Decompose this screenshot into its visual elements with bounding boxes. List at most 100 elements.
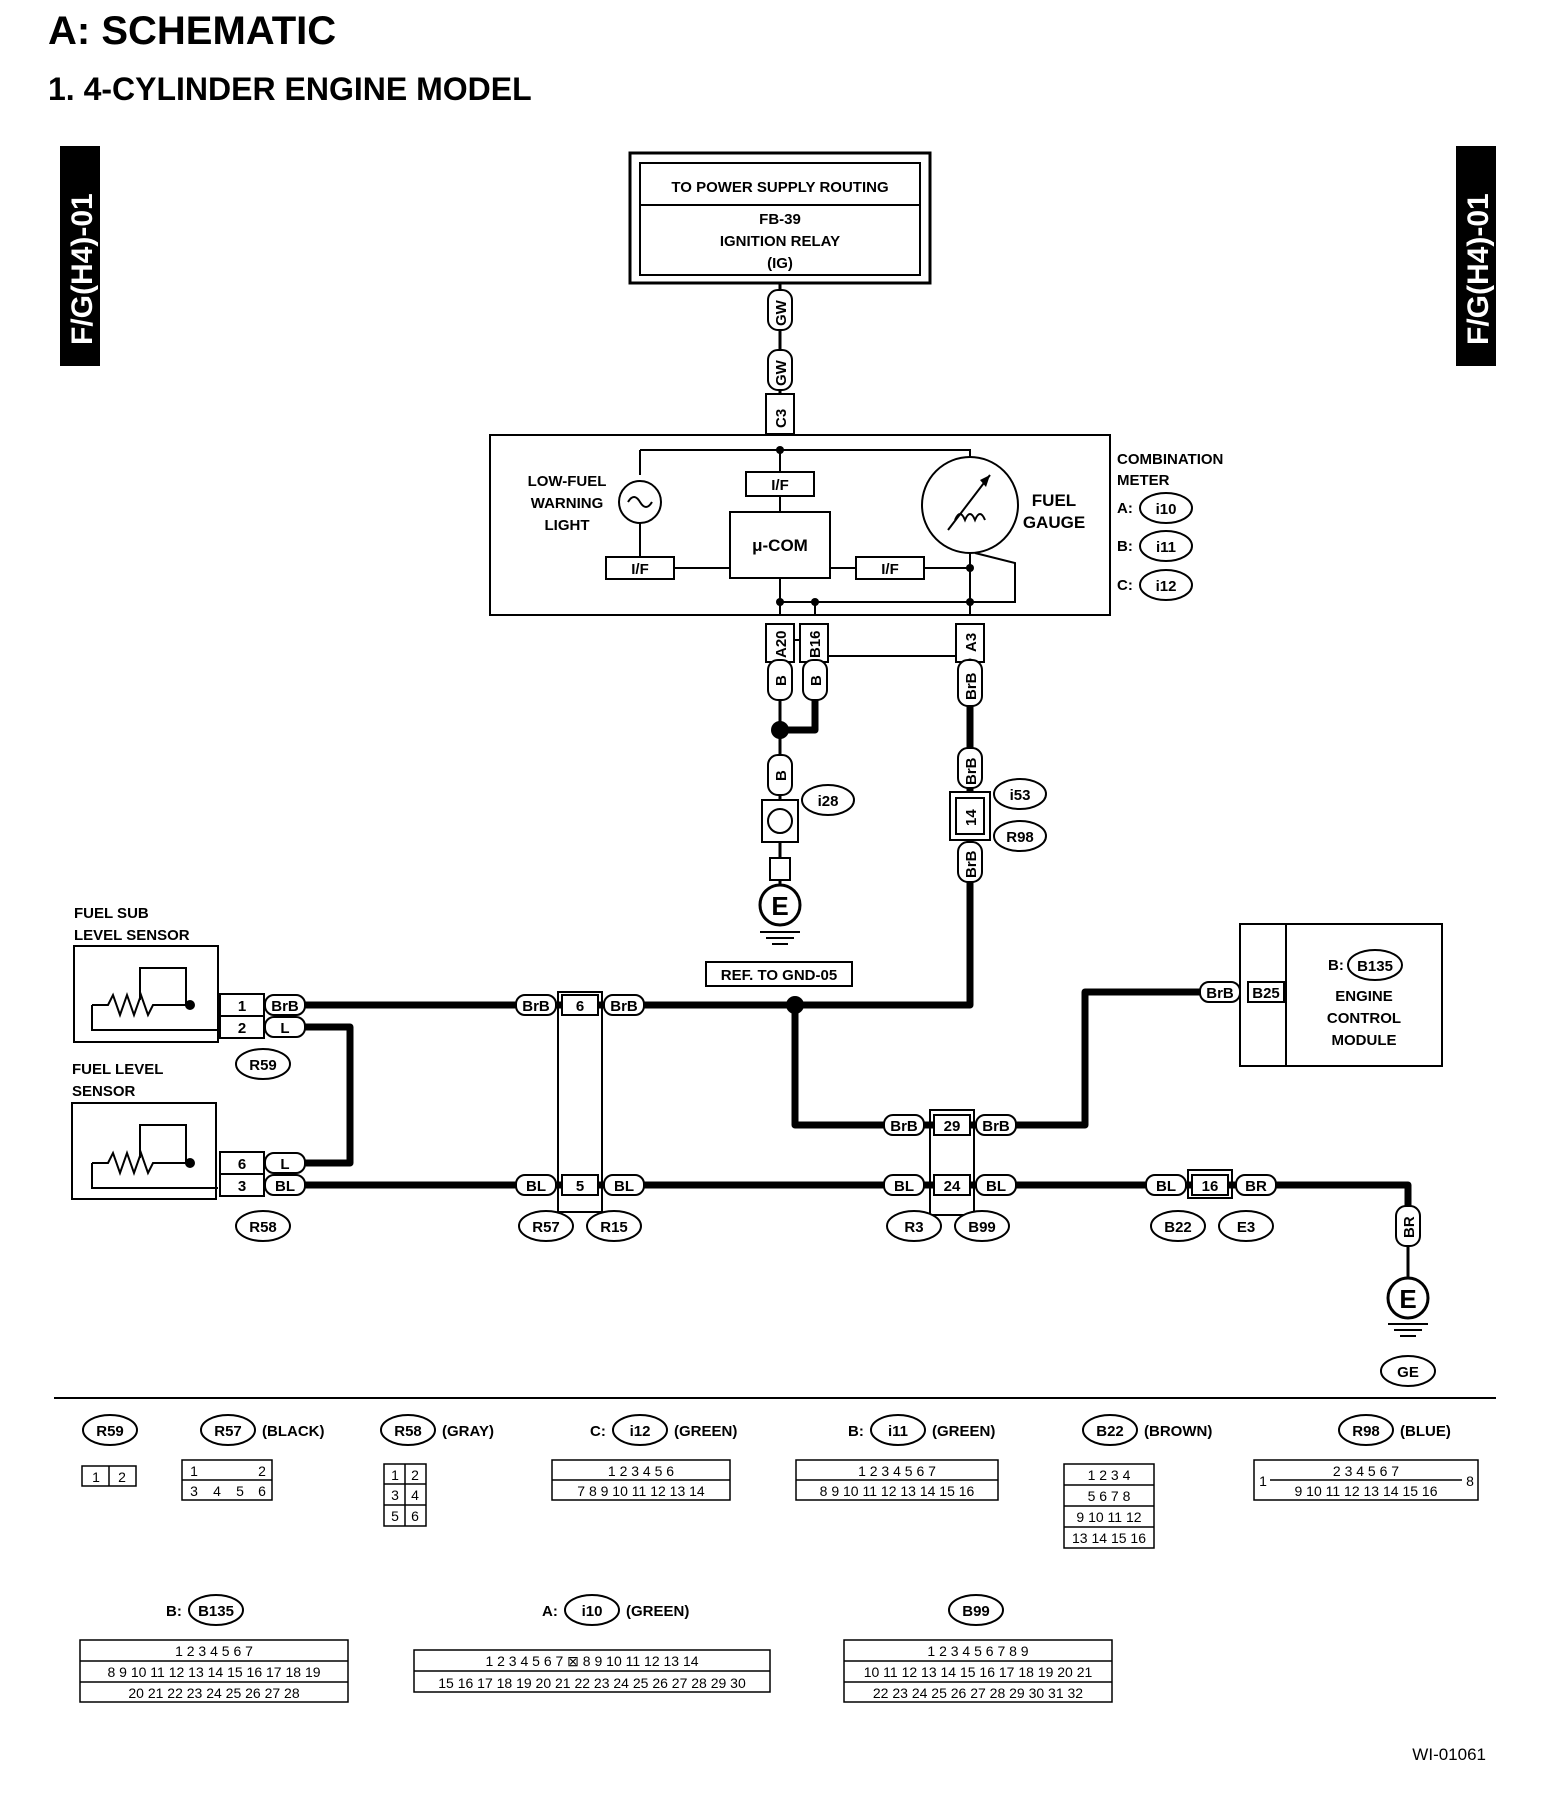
svg-text:LEVEL SENSOR: LEVEL SENSOR [74, 927, 190, 944]
svg-text:REF. TO GND-05: REF. TO GND-05 [721, 967, 837, 984]
connector-i28: i28 [801, 784, 855, 816]
svg-text:R58: R58 [394, 1423, 422, 1440]
svg-text:3: 3 [190, 1483, 198, 1499]
connector-r15: R15 [586, 1210, 642, 1242]
svg-text:5: 5 [391, 1508, 399, 1524]
svg-text:FUEL SUB: FUEL SUB [74, 905, 149, 922]
svg-text:(GREEN): (GREEN) [674, 1423, 737, 1440]
svg-text:24: 24 [944, 1178, 961, 1195]
svg-text:A:: A: [542, 1603, 558, 1620]
svg-text:(BROWN): (BROWN) [1144, 1423, 1212, 1440]
svg-text:5 6 7 8: 5 6 7 8 [1088, 1488, 1131, 1504]
cv-r57: R57 (BLACK) 1 2 3 4 5 6 [181, 1414, 324, 1501]
svg-text:L: L [280, 1020, 289, 1037]
svg-text:B:: B: [166, 1603, 182, 1620]
engine-control-module: B25 BrB B: B135 ENGINE CONTROL MODULE [1199, 923, 1443, 1067]
page-subtitle: 1. 4-CYLINDER ENGINE MODEL [48, 71, 532, 107]
meter-connector-c: C: i12 [1117, 569, 1193, 601]
cv-i11: B: i11 (GREEN) 1 2 3 4 5 6 7 8 9 10 11 1… [795, 1414, 999, 1501]
svg-text:3: 3 [391, 1487, 399, 1503]
svg-text:BrB: BrB [982, 1118, 1010, 1135]
svg-text:R3: R3 [904, 1219, 923, 1236]
svg-text:6: 6 [238, 1156, 246, 1173]
fuel-level-sensor: FUEL LEVEL SENSOR 6 3 L BL [71, 1061, 306, 1200]
svg-text:BL: BL [275, 1178, 295, 1195]
svg-text:R15: R15 [600, 1219, 628, 1236]
svg-text:2: 2 [411, 1467, 419, 1483]
svg-text:6: 6 [576, 998, 584, 1015]
svg-text:I/F: I/F [881, 561, 899, 578]
svg-text:B135: B135 [198, 1603, 234, 1620]
svg-text:GE: GE [1397, 1364, 1419, 1381]
svg-text:2 3 4 5 6 7: 2 3 4 5 6 7 [1333, 1463, 1399, 1479]
ucom-label: μ-COM [752, 536, 808, 555]
fuel-sub-level-sensor: FUEL SUB LEVEL SENSOR 1 2 BrB L [73, 905, 306, 1043]
svg-text:(GREEN): (GREEN) [932, 1423, 995, 1440]
svg-text:4: 4 [411, 1487, 419, 1503]
connector-b22: B22 [1150, 1210, 1206, 1242]
svg-text:C3: C3 [773, 409, 790, 428]
svg-text:B:: B: [1328, 957, 1344, 974]
fb39-label: FB-39 [759, 211, 801, 228]
svg-text:1: 1 [92, 1469, 100, 1485]
svg-text:BL: BL [526, 1178, 546, 1195]
svg-text:FUEL LEVEL: FUEL LEVEL [72, 1061, 163, 1078]
svg-text:BL: BL [614, 1178, 634, 1195]
brb-code-r98: BrB [957, 841, 983, 883]
svg-text:F/G(H4)-01: F/G(H4)-01 [1462, 193, 1495, 345]
svg-text:1: 1 [391, 1467, 399, 1483]
connector-i28-terminal [761, 799, 799, 881]
svg-text:i11: i11 [888, 1423, 908, 1440]
svg-text:1 2 3 4 5 6 7 ⊠ 8 9 10 11 12: 1 2 3 4 5 6 7 ⊠ 8 9 10 11 12 13 14 [485, 1653, 698, 1669]
svg-text:1 2 3 4 5 6 7: 1 2 3 4 5 6 7 [858, 1463, 936, 1479]
svg-text:GAUGE: GAUGE [1023, 513, 1085, 532]
svg-text:2: 2 [258, 1463, 266, 1479]
svg-text:i53: i53 [1010, 787, 1031, 804]
svg-text:R59: R59 [96, 1423, 124, 1440]
svg-text:CONTROL: CONTROL [1327, 1010, 1401, 1027]
svg-text:B135: B135 [1357, 958, 1393, 975]
svg-text:4: 4 [213, 1483, 221, 1499]
svg-text:BrB: BrB [963, 672, 980, 700]
svg-text:C:: C: [1117, 577, 1133, 594]
connector-r57: R57 [518, 1210, 574, 1242]
pin-b16: B16 [799, 623, 829, 663]
svg-text:GW: GW [773, 299, 790, 326]
svg-text:B99: B99 [968, 1219, 996, 1236]
connector-r58: R58 [235, 1210, 291, 1242]
svg-text:R59: R59 [249, 1057, 277, 1074]
svg-text:16: 16 [1202, 1178, 1219, 1195]
svg-text:20 21 22 23 24 25 26: 20 21 22 23 24 25 26 27 28 [128, 1685, 299, 1701]
svg-text:R57: R57 [214, 1423, 242, 1440]
svg-text:1: 1 [238, 998, 246, 1015]
b-code-2: B [802, 659, 828, 701]
svg-text:I/F: I/F [771, 477, 789, 494]
connector-r98: R98 [993, 820, 1047, 852]
meter-title-1: COMBINATION [1117, 451, 1223, 468]
ig-label: (IG) [767, 255, 793, 272]
svg-text:10 11 12 13 14 15 16 17 18 19: 10 11 12 13 14 15 16 17 18 19 20 21 [864, 1664, 1093, 1680]
connector-i53: i53 [993, 778, 1047, 810]
svg-text:BrB: BrB [271, 998, 299, 1015]
svg-text:6: 6 [258, 1483, 266, 1499]
svg-text:BR: BR [1245, 1178, 1267, 1195]
svg-text:B25: B25 [1252, 985, 1280, 1002]
svg-text:(GRAY): (GRAY) [442, 1423, 494, 1440]
svg-text:R98: R98 [1352, 1423, 1380, 1440]
svg-text:BrB: BrB [522, 998, 550, 1015]
side-tab-left: F/G(H4)-01 [60, 146, 100, 366]
side-tab-right: F/G(H4)-01 [1456, 146, 1496, 366]
svg-text:i12: i12 [630, 1423, 651, 1440]
svg-text:7 8 9 10 11 12 13 14: 7 8 9 10 11 12 13 14 [577, 1483, 705, 1499]
svg-text:BrB: BrB [963, 757, 980, 785]
svg-text:E3: E3 [1237, 1219, 1255, 1236]
svg-text:C:: C: [590, 1423, 606, 1440]
pin-a3: A3 [955, 623, 985, 663]
cv-r59: R59 1 2 [81, 1414, 138, 1487]
svg-text:B: B [773, 675, 790, 686]
svg-text:FUEL: FUEL [1032, 491, 1076, 510]
svg-text:R58: R58 [249, 1219, 277, 1236]
svg-text:(BLUE): (BLUE) [1400, 1423, 1451, 1440]
inline-connector-r57-r15: 6 5 BrB BrB BL BL [515, 991, 645, 1213]
power-supply-label: TO POWER SUPPLY ROUTING [671, 179, 888, 196]
